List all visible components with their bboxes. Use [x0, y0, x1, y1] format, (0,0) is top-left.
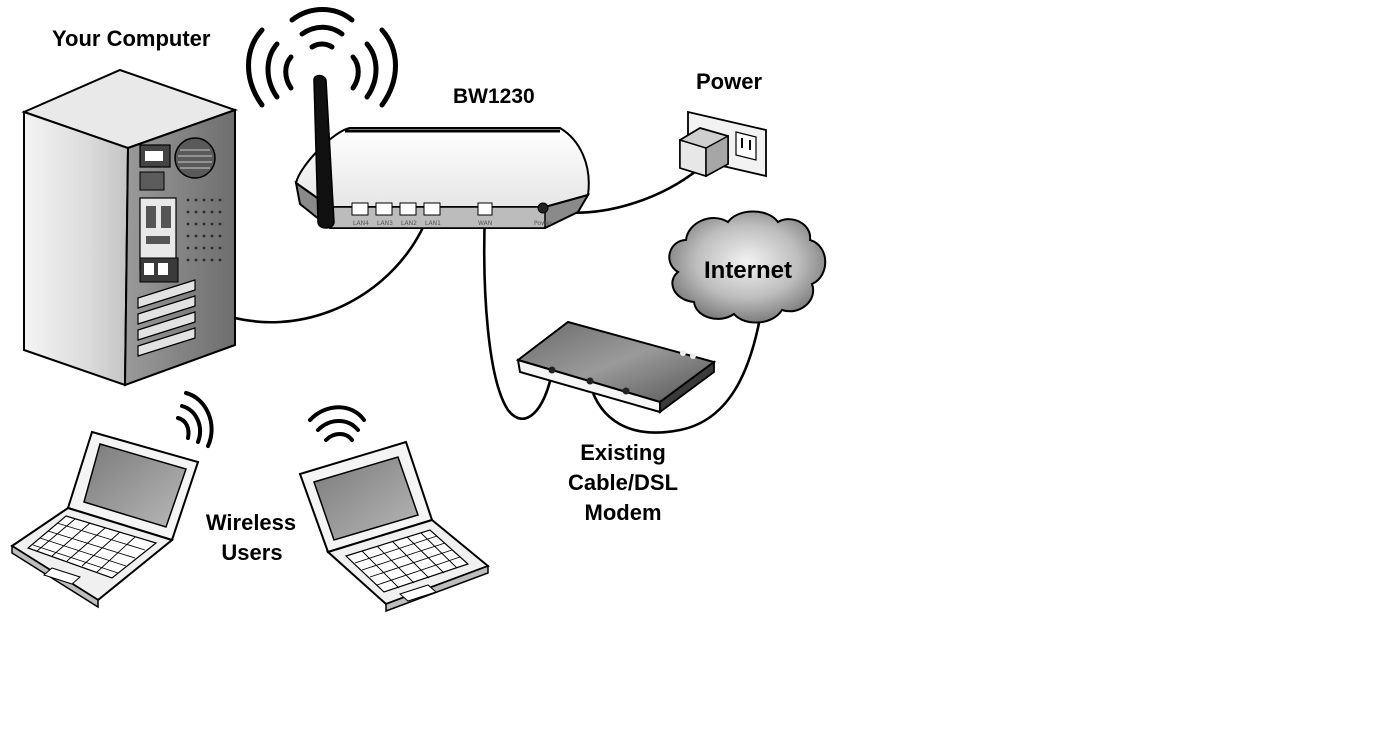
modem-label-line1: Existing — [580, 440, 666, 465]
port-label-lan4: LAN4 — [353, 220, 369, 227]
port-label-power: Power — [534, 220, 553, 227]
router-label: BW1230 — [453, 85, 535, 108]
laptop-icon — [12, 432, 198, 607]
computer-label: Your Computer — [52, 26, 211, 51]
power-label: Power — [696, 69, 762, 94]
laptop-wifi-signal-icon — [178, 393, 212, 446]
port-label-wan: WAN — [478, 220, 492, 227]
wan-cable — [484, 212, 552, 419]
computer-tower-icon — [24, 70, 235, 385]
laptop-wifi-signal-icon — [310, 407, 364, 440]
wireless-users-label-line1: Wireless — [206, 510, 296, 535]
modem-label-line3: Modem — [585, 500, 662, 525]
modem-label-line2: Cable/DSL — [568, 470, 678, 495]
port-label-lan1: LAN1 — [425, 220, 441, 227]
router-icon: LAN4 LAN3 LAN2 LAN1 WAN Power — [296, 76, 589, 229]
port-label-lan3: LAN3 — [377, 220, 393, 227]
internet-label: Internet — [704, 257, 792, 284]
port-label-lan2: LAN2 — [401, 220, 417, 227]
laptop-icon — [300, 442, 488, 611]
modem-icon — [518, 322, 714, 412]
power-outlet-icon — [680, 112, 766, 176]
wireless-users-label-line2: Users — [221, 540, 282, 565]
